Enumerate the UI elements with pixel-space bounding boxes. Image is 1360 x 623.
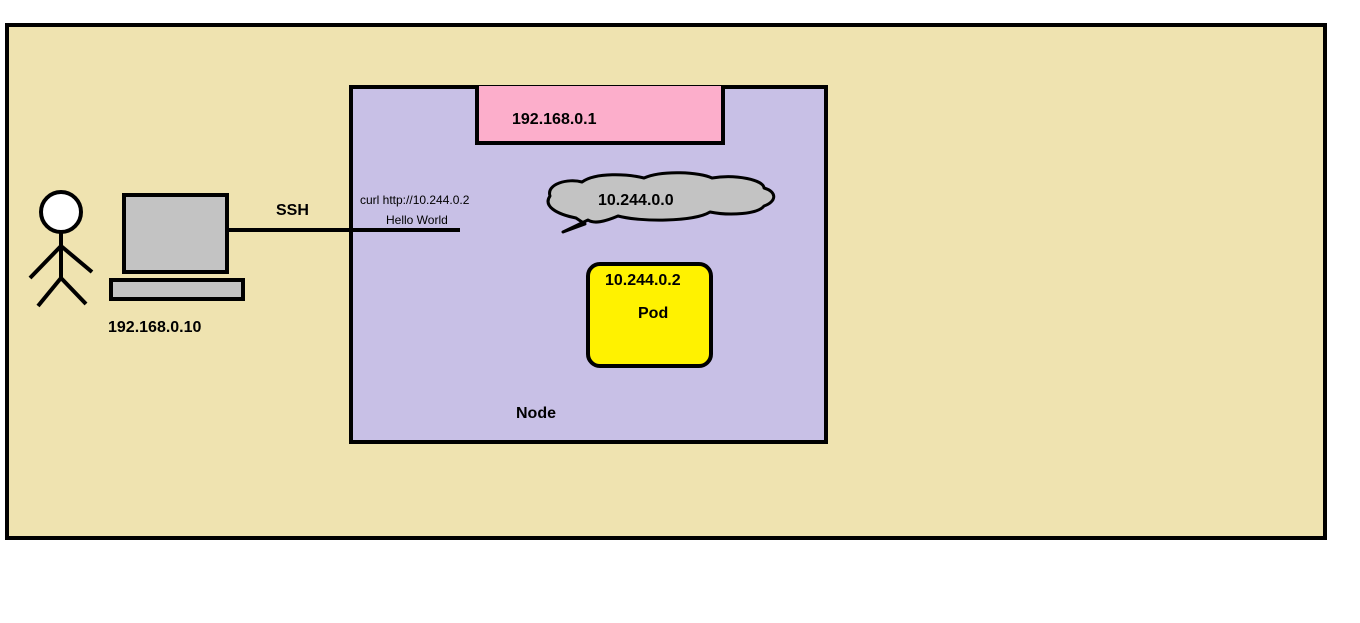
node-label: Node [516, 405, 556, 422]
laptop-screen [122, 193, 229, 274]
ssh-label: SSH [276, 202, 309, 219]
laptop-keyboard [109, 278, 245, 301]
node-ip-box [475, 86, 725, 145]
pod-label: Pod [638, 305, 669, 322]
user-icon [28, 190, 94, 308]
curl-command-label: curl http://10.244.0.2 [360, 193, 470, 207]
curl-response-label: Hello World [386, 213, 448, 227]
network-cloud [546, 171, 776, 234]
node-ip-label: 192.168.0.1 [512, 111, 597, 128]
host-ip-label: 192.168.0.10 [108, 319, 202, 336]
network-label: 10.244.0.0 [598, 192, 674, 209]
pod-box [586, 262, 713, 368]
pod-ip-label: 10.244.0.2 [605, 272, 681, 289]
